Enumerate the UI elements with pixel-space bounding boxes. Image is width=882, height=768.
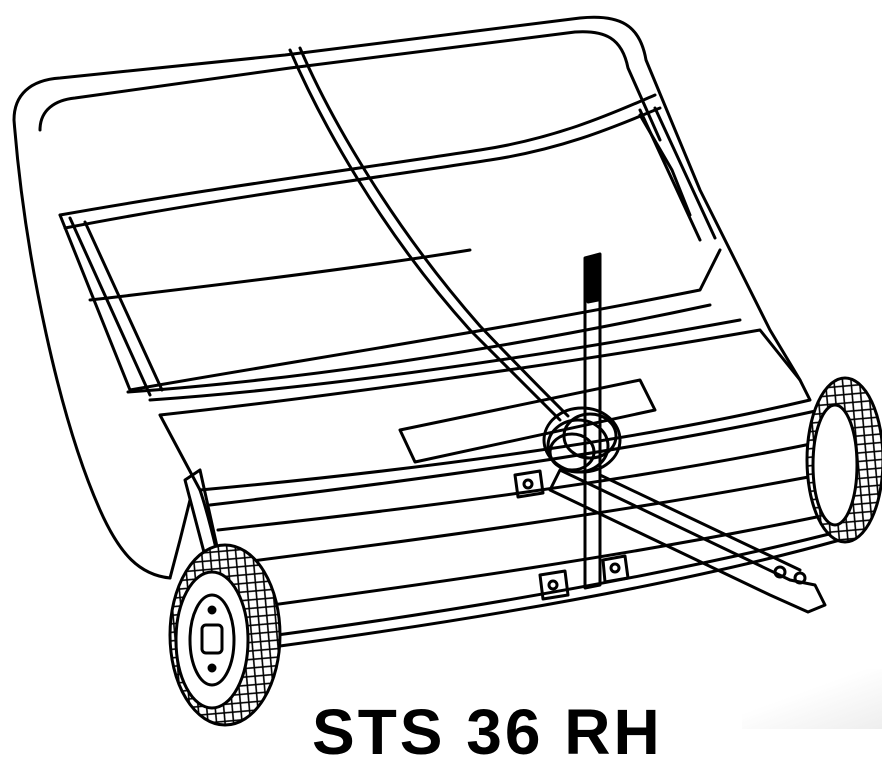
name-plate [398, 378, 657, 464]
left-wheel [168, 543, 282, 727]
brush-housing [158, 328, 812, 492]
model-caption: STS 36 RH [312, 696, 663, 768]
right-wheel [805, 376, 882, 544]
hopper-frame-inner [38, 30, 662, 142]
paper-shadow [742, 669, 882, 729]
rope-coil [542, 406, 622, 474]
lawn-sweeper-illustration [12, 15, 882, 727]
sweeper-drawing [12, 15, 882, 727]
hopper-bag [12, 15, 802, 580]
strap-rod [288, 48, 562, 422]
